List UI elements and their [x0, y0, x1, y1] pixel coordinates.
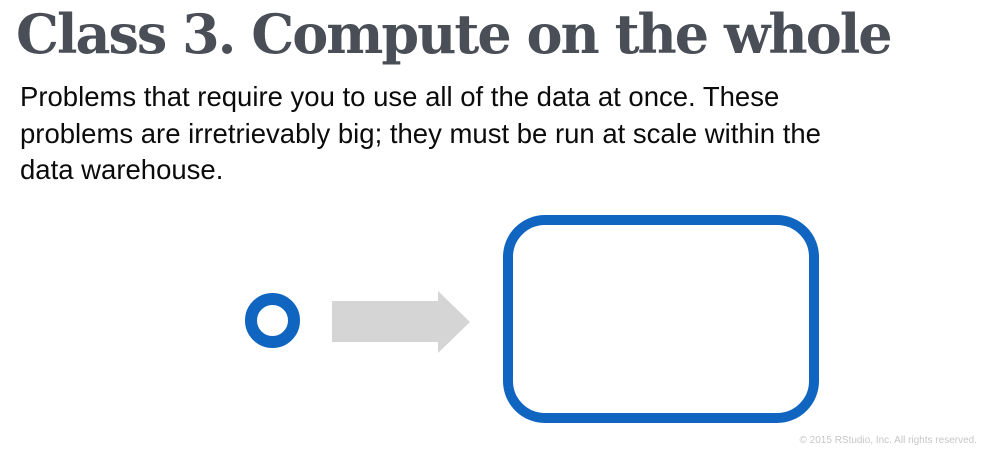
body-line: problems are irretrievably big; they mus… [20, 117, 821, 149]
right-arrow-icon [332, 291, 470, 353]
body-line: Problems that require you to use all of … [20, 81, 780, 112]
small-data-circle-icon [245, 293, 300, 348]
slide-title: Class 3. Compute on the whole [16, 2, 893, 66]
slide-body-text: Problems that require you to use all of … [20, 79, 960, 189]
copyright-notice: © 2015 RStudio, Inc. All rights reserved… [799, 435, 977, 446]
whole-data-box-icon [503, 215, 819, 423]
body-line: data warehouse. [20, 154, 224, 185]
